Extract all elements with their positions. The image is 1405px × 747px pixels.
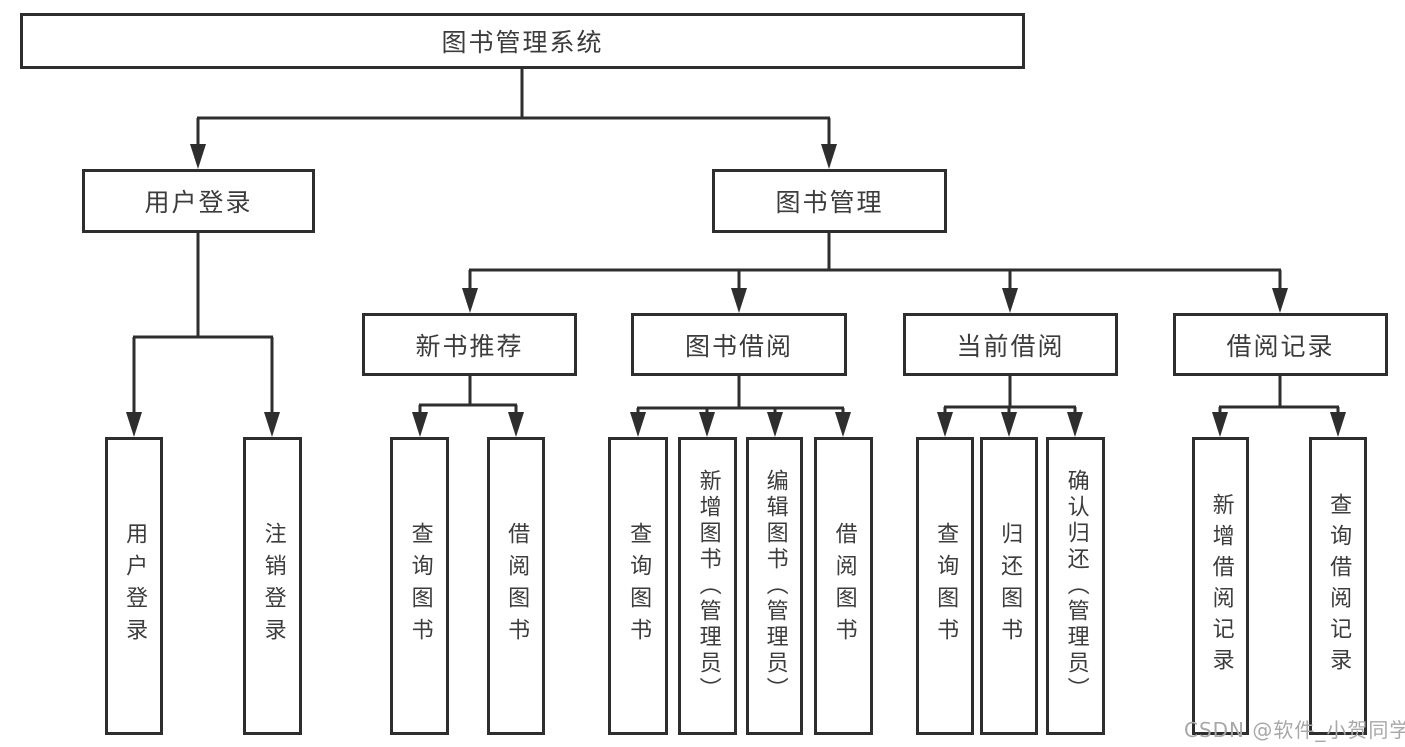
leaf-label-query-book-current: 查询图书	[933, 522, 959, 650]
node-label-current-borrowing: 当前借阅	[956, 331, 1065, 361]
edge-book-mgmt-to-groups	[468, 233, 1282, 291]
node-label-book-borrowing: 图书借阅	[684, 331, 793, 361]
node-label-user-login: 用户登录	[144, 188, 253, 217]
leaf-label-add-borrow-record: 新增借阅记录	[1208, 493, 1234, 679]
edge-root-to-branches	[196, 69, 831, 147]
leaf-borrow-book: 借阅图书	[814, 437, 873, 735]
arrowheads	[126, 144, 1346, 437]
leaf-query-book-current: 查询图书	[916, 437, 974, 735]
leaf-user-login: 用户登录	[105, 437, 163, 735]
leaf-query-book-borrowing: 查询图书	[608, 437, 668, 735]
node-label-borrowing-records: 借阅记录	[1226, 331, 1335, 361]
node-label-root: 图书管理系统	[441, 28, 604, 57]
leaf-confirm-return-admin: 确认归还（管理员）	[1046, 437, 1105, 735]
leaf-label-user-login: 用户登录	[122, 522, 148, 650]
leaf-logout: 注销登录	[243, 437, 302, 735]
edge-user-login-to-leaves	[132, 233, 274, 416]
leaf-label-query-borrow-record: 查询借阅记录	[1326, 493, 1352, 679]
node-book-borrowing: 图书借阅	[631, 313, 847, 376]
leaf-borrow-book-recommend: 借阅图书	[487, 437, 545, 735]
leaf-label-add-book-admin: 新增图书（管理员）	[695, 469, 721, 703]
node-book-management: 图书管理	[712, 169, 947, 233]
node-user-login: 用户登录	[82, 169, 315, 233]
node-borrowing-records: 借阅记录	[1173, 313, 1388, 376]
node-label-new-book-recommend: 新书推荐	[415, 331, 524, 361]
leaf-label-confirm-return-admin: 确认归还（管理员）	[1063, 469, 1089, 703]
edge-borrow-record-to-leaves	[1218, 376, 1340, 416]
edge-book-borrow-to-leaves	[636, 376, 845, 416]
leaf-label-logout: 注销登录	[260, 522, 286, 650]
leaf-label-borrow-book-recommend: 借阅图书	[504, 522, 530, 650]
leaf-label-return-book: 归还图书	[997, 522, 1023, 650]
leaf-add-book-admin: 新增图书（管理员）	[678, 437, 737, 735]
node-label-book-management: 图书管理	[775, 188, 884, 217]
leaf-label-query-book-recommend: 查询图书	[407, 522, 433, 650]
leaf-return-book: 归还图书	[980, 437, 1038, 735]
csdn-watermark: CSDN @软件_小贺同学	[1184, 718, 1405, 742]
leaf-edit-book-admin: 编辑图书（管理员）	[746, 437, 803, 735]
leaf-query-borrow-record: 查询借阅记录	[1309, 437, 1367, 735]
node-current-borrowing: 当前借阅	[903, 313, 1118, 376]
edge-new-book-rec-to-leaves	[418, 376, 518, 416]
node-library-management-system: 图书管理系统	[20, 13, 1025, 69]
leaf-label-query-book-borrowing: 查询图书	[626, 522, 652, 650]
leaf-add-borrow-record: 新增借阅记录	[1192, 437, 1249, 735]
node-new-book-recommend: 新书推荐	[362, 313, 577, 376]
leaf-query-book-recommend: 查询图书	[390, 437, 449, 735]
edge-current-borrow-to-leaves	[943, 376, 1077, 416]
leaf-label-borrow-book: 借阅图书	[831, 522, 857, 650]
leaf-label-edit-book-admin: 编辑图书（管理员）	[762, 469, 788, 703]
